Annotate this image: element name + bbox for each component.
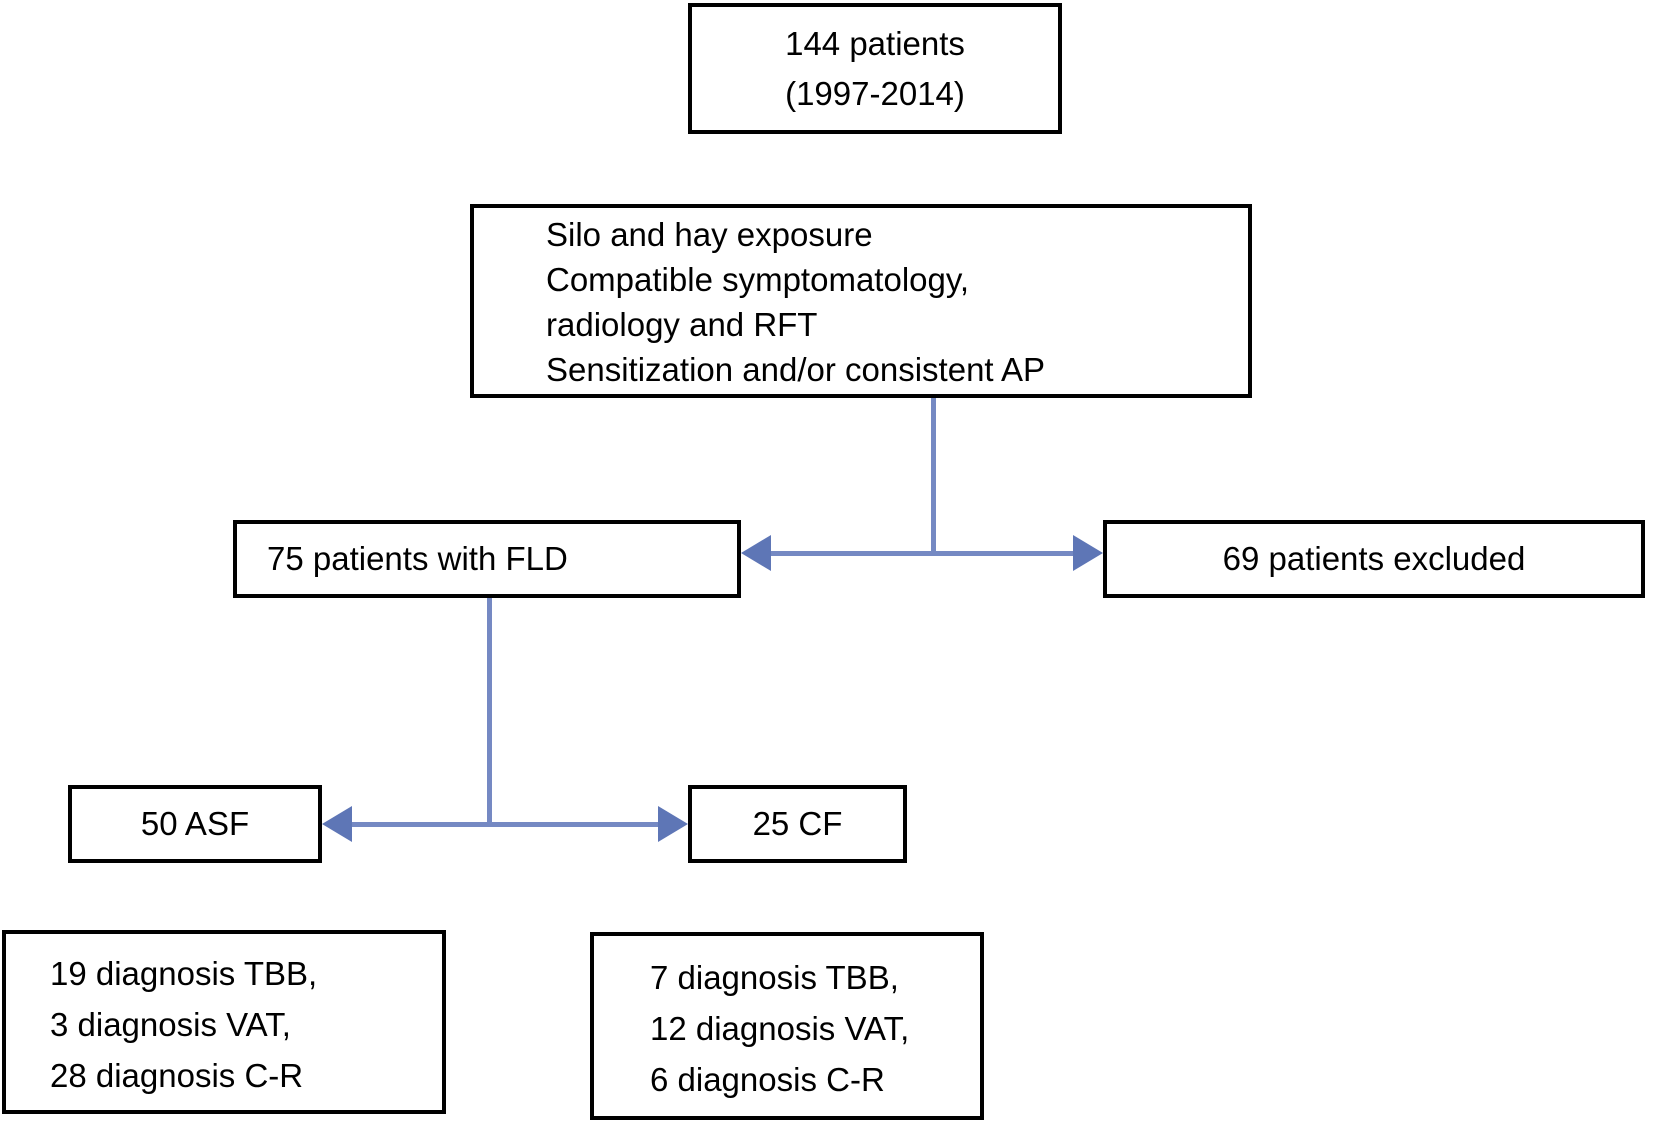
node-asf-diagnoses: 19 diagnosis TBB, 3 diagnosis VAT, 28 di… [2, 930, 446, 1114]
node-cf: 25 CF [688, 785, 907, 863]
node-label: 69 patients excluded [1222, 540, 1526, 577]
node-text-line: 144 patients [785, 24, 965, 62]
node-criteria: Silo and hay exposure Compatible symptom… [470, 204, 1252, 398]
node-excluded: 69 patients excluded [1103, 520, 1645, 598]
node-text-line: Silo and hay exposure [546, 216, 873, 253]
node-text-line: 6 diagnosis C-R [650, 1061, 885, 1098]
connector-split-top-line [769, 551, 1075, 556]
node-text-line: Sensitization and/or consistent AP [546, 351, 1045, 388]
arrowhead-right-icon [1073, 535, 1103, 571]
arrowhead-left-icon [741, 535, 771, 571]
node-text-line: 12 diagnosis VAT, [650, 1010, 910, 1047]
arrowhead-right-icon [658, 806, 688, 842]
node-label: 50 ASF [140, 805, 250, 842]
node-text-line: 7 diagnosis TBB, [650, 959, 899, 996]
connector-criteria-down-line [931, 398, 936, 556]
node-text-line: 3 diagnosis VAT, [50, 1006, 291, 1043]
connector-split-bottom-line [350, 822, 658, 827]
node-text-line: radiology and RFT [546, 306, 818, 343]
node-text-line: Compatible symptomatology, [546, 261, 970, 298]
arrowhead-left-icon [322, 806, 352, 842]
node-text-line: (1997-2014) [785, 74, 965, 112]
node-asf: 50 ASF [68, 785, 322, 863]
node-cf-diagnoses: 7 diagnosis TBB, 12 diagnosis VAT, 6 dia… [590, 932, 984, 1120]
node-label: 75 patients with FLD [267, 540, 568, 577]
node-fld: 75 patients with FLD [233, 520, 741, 598]
node-label: 25 CF [752, 805, 843, 842]
node-text-line: 19 diagnosis TBB, [50, 955, 318, 992]
node-total-patients: 144 patients (1997-2014) [688, 3, 1062, 134]
node-text-line: 28 diagnosis C-R [50, 1057, 304, 1094]
connector-fld-down-line [487, 598, 492, 826]
